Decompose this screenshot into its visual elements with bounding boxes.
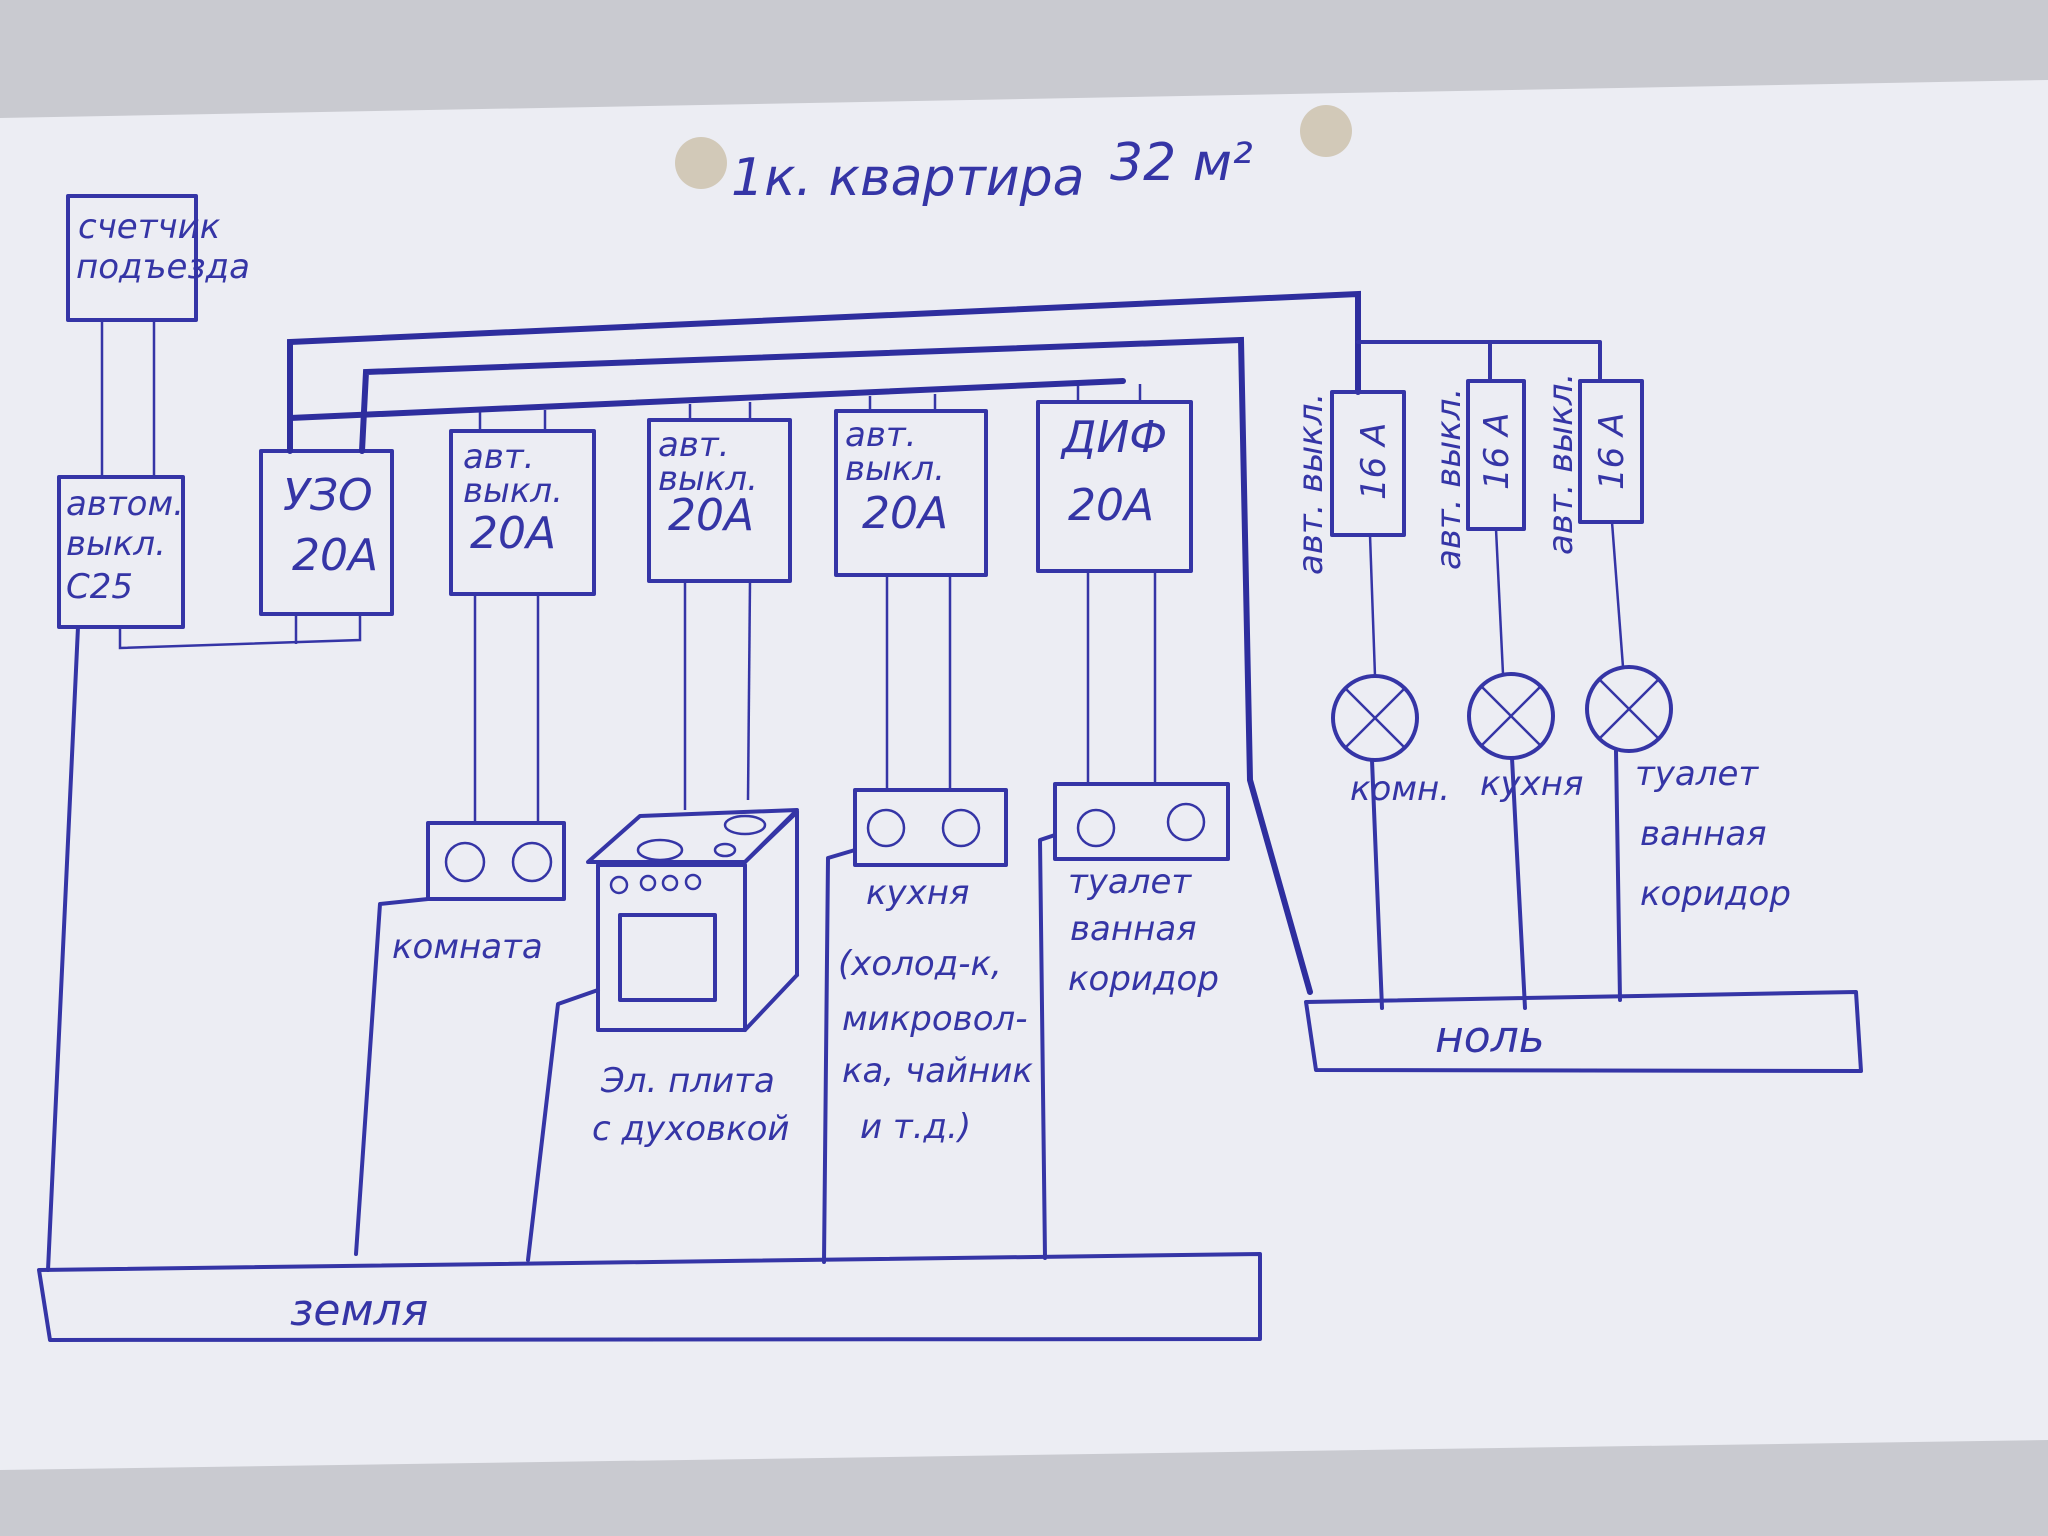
breaker-kitchen-box: [834, 409, 988, 577]
socket-bathroom: [1053, 782, 1230, 861]
light-breaker-rating: 16 А: [1354, 423, 1394, 500]
lamp-icon: [1467, 528, 1555, 1010]
light-breaker-label: авт. выкл.: [1541, 373, 1581, 555]
feeder-wires: [473, 571, 1157, 823]
breaker-label: авт.: [658, 425, 730, 465]
socket-room: [426, 821, 566, 901]
breaker-drops: [478, 384, 1142, 431]
lighting-bus: [1356, 340, 1602, 383]
rcd-label: УЗО: [283, 470, 373, 521]
ground-wire: [46, 625, 80, 1272]
breaker-label: выкл.: [463, 471, 563, 511]
wire: [118, 614, 362, 650]
stove-label: с духовкой: [592, 1109, 790, 1149]
paper-sheet: [0, 80, 2048, 1470]
socket-kitchen-label: кухня: [866, 873, 969, 913]
ground-wire: [526, 988, 600, 1262]
punch-hole: [675, 137, 727, 189]
socket-bathroom-label: ванная: [1070, 909, 1197, 949]
ground-bus-bar: [37, 1252, 1262, 1342]
lamp-label: туалет: [1635, 754, 1759, 794]
rcbo-rating: 20А: [1068, 480, 1154, 531]
rcd-rating: 20А: [292, 530, 378, 581]
ground-wire: [1038, 833, 1057, 1260]
neutral-bus-bar: [1304, 990, 1863, 1073]
socket-kitchen-label: ка, чайник: [842, 1051, 1033, 1091]
meter-label: подъезда: [76, 247, 250, 287]
breaker-label: авт.: [845, 415, 917, 455]
socket-room-label: комната: [392, 927, 543, 967]
light-breaker-label: авт. выкл.: [1291, 393, 1331, 575]
meter-box: [66, 194, 198, 322]
ground-bus-label: земля: [290, 1285, 428, 1336]
breaker-rating: 20А: [470, 508, 556, 559]
lamp-icon: [1585, 521, 1673, 1002]
ground-wire: [354, 897, 430, 1256]
meter-label: счетчик: [78, 207, 221, 247]
punch-hole: [1300, 105, 1352, 157]
lamp-label: комн.: [1350, 769, 1450, 809]
rcd-box: [259, 449, 394, 616]
main-breaker-rating: С25: [66, 567, 133, 607]
breaker-rating: 20А: [668, 490, 754, 541]
phase-bus-sockets: [287, 378, 1126, 421]
lamp-label: ванная: [1640, 814, 1767, 854]
breaker-rating: 20А: [862, 488, 948, 539]
main-breaker-label: автом.: [66, 484, 184, 524]
neutral-bus-label: ноль: [1435, 1012, 1545, 1063]
light-breaker-rating: 16 А: [1477, 413, 1517, 490]
breaker-room-box: [449, 429, 596, 596]
light-breaker-room-box: [1330, 390, 1406, 537]
socket-bathroom-label: коридор: [1068, 959, 1219, 999]
rcbo-label: ДИФ: [1060, 412, 1167, 463]
lamp-label: коридор: [1640, 874, 1791, 914]
breaker-label: выкл.: [845, 449, 945, 489]
lamp-icon: [1331, 534, 1419, 1010]
neutral-bus-line: [359, 336, 1313, 995]
light-breaker-rating: 16 А: [1592, 413, 1632, 490]
main-breaker-label: выкл.: [66, 524, 166, 564]
lamp-label: кухня: [1480, 764, 1583, 804]
light-breaker-bath-box: [1578, 379, 1644, 524]
socket-bathroom-label: туалет: [1068, 862, 1192, 902]
light-breaker-label: авт. выкл.: [1429, 388, 1469, 570]
electric-stove-icon: [586, 808, 799, 1032]
stove-label: Эл. плита: [600, 1061, 775, 1101]
socket-kitchen-label: микровол-: [842, 999, 1028, 1039]
breaker-stove-box: [647, 418, 792, 583]
socket-kitchen-label: (холод-к,: [838, 944, 1002, 984]
breaker-label: выкл.: [658, 459, 758, 499]
ground-wire: [822, 848, 857, 1264]
socket-kitchen: [853, 788, 1008, 867]
breaker-label: авт.: [463, 437, 535, 477]
diagram-title: 1к. квартира: [731, 148, 1084, 208]
rcbo-box: [1036, 400, 1193, 573]
socket-kitchen-label: и т.д.): [860, 1107, 971, 1147]
apartment-area: 32 м²: [1110, 133, 1253, 193]
